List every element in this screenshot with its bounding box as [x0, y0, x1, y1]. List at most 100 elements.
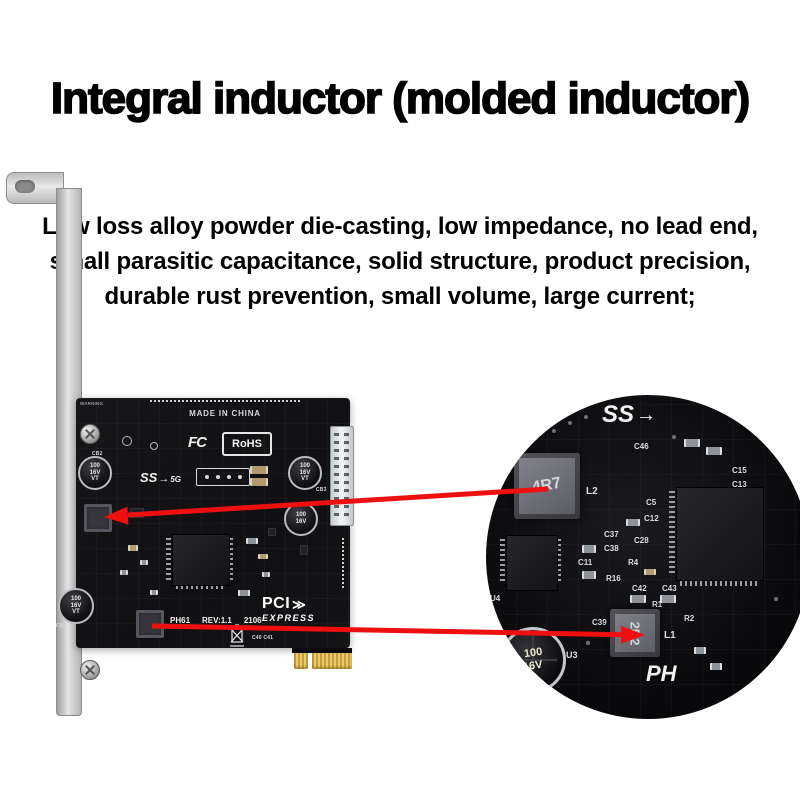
smd-ic	[130, 508, 144, 518]
model-silkscreen: PH61 REV:1.1 2106	[170, 616, 262, 625]
electrolytic-capacitor: 100 16V VT	[78, 456, 112, 490]
controller-chip	[172, 534, 230, 586]
smd-component	[582, 571, 596, 579]
c39-label: C39	[592, 618, 607, 627]
usb-trident-icon: →	[636, 403, 657, 426]
electrolytic-capacitor: 100 16V	[284, 502, 318, 536]
r16-label: R16	[606, 574, 621, 583]
smd-component	[684, 439, 700, 447]
molded-inductor-lower	[136, 610, 164, 638]
smd-component	[644, 569, 656, 575]
rohs-logo: RoHS	[222, 432, 272, 456]
weee-crossed-bin-icon	[230, 624, 244, 647]
usb-superspeed-logo-zoom: SS →	[602, 401, 657, 428]
smd-component	[626, 519, 640, 526]
c38-label: C38	[604, 544, 619, 553]
edge-connector-seat	[292, 648, 352, 653]
c42-label: C42	[632, 584, 647, 593]
usb-trident-icon: →	[158, 473, 170, 485]
description-text: Low loss alloy powder die-casting, low i…	[42, 213, 758, 310]
r2-label: R2	[684, 614, 695, 623]
usb3-front-panel-header	[330, 426, 354, 526]
via	[584, 415, 588, 419]
u3-label: U3	[566, 650, 578, 660]
c5-label: C5	[646, 498, 657, 507]
made-in-china-text: MADE IN CHINA	[189, 409, 261, 418]
chip-pins	[500, 539, 505, 583]
smd-component	[120, 570, 128, 575]
c37-label: C37	[604, 530, 619, 539]
via	[586, 641, 590, 645]
ic-main-zoom	[676, 487, 764, 581]
electrolytic-capacitor-zoom: 100 16V	[500, 627, 566, 693]
c40-c41-label: C40 C41	[252, 635, 274, 641]
via	[568, 421, 572, 425]
c28-label: C28	[634, 536, 649, 545]
l1-label: L1	[664, 630, 676, 641]
smd-component	[582, 545, 596, 553]
pcie-gold-fingers-short	[294, 653, 308, 669]
bracket-screw-slot	[15, 180, 35, 193]
screw-top	[80, 424, 100, 444]
ic-u4	[506, 535, 558, 591]
smd-component	[140, 560, 148, 565]
smd-component	[262, 572, 270, 577]
r1-label: R1	[652, 600, 663, 609]
model-number: PH61	[170, 616, 191, 625]
cb2-label: CB2	[92, 451, 103, 457]
smd-component	[246, 538, 258, 544]
pcie-card-pcb: WARNING MADE IN CHINA FC RoHS CB2 100 16…	[56, 398, 354, 680]
smd-inductor	[250, 466, 268, 474]
cb3-label: CB3	[316, 487, 327, 493]
r4-label: R4	[628, 558, 639, 567]
revision: REV:1.1	[202, 616, 232, 625]
smd-component	[128, 545, 138, 551]
fcc-logo: FC	[188, 434, 207, 451]
chip-pins	[228, 538, 233, 580]
c15-label: C15	[732, 466, 747, 475]
pcie-gold-fingers-long	[312, 653, 352, 669]
via-row	[150, 400, 300, 402]
chip-pins	[166, 538, 171, 580]
electrolytic-capacitor: 100 16V VT	[288, 456, 322, 490]
cd1-label: CD1	[506, 692, 523, 701]
molded-inductor-upper	[84, 504, 112, 532]
c11-label: C11	[578, 558, 593, 567]
screw-bottom	[80, 660, 100, 680]
zoom-detail-circle: SS → C46 4R7 L2 U4 C37 C38 C28 R4 R16 C1…	[486, 395, 800, 719]
via	[672, 435, 676, 439]
c43-label: C43	[662, 584, 677, 593]
via	[552, 429, 556, 433]
ph-silkscreen-zoom: PH	[646, 661, 677, 686]
smd-component	[300, 545, 308, 555]
chip-pins	[669, 491, 675, 575]
smd-inductor	[250, 478, 268, 486]
smd-component	[706, 447, 722, 455]
smd-component	[660, 595, 676, 603]
fiducial-mark	[122, 436, 132, 446]
c13-label: C13	[732, 480, 747, 489]
warning-silkscreen: WARNING	[80, 401, 104, 406]
pci-chevrons-icon: ≫	[292, 596, 307, 612]
l2-label: L2	[586, 486, 598, 497]
fiducial-mark	[150, 442, 158, 450]
smd-component	[710, 663, 722, 670]
c12-label: C12	[644, 514, 659, 523]
usb-superspeed-logo: SS → 5G	[140, 470, 182, 485]
u4-label: U4	[490, 594, 501, 603]
smd-component	[268, 528, 276, 536]
chip-pins	[680, 580, 758, 586]
chip-pins	[556, 539, 561, 583]
via-column	[342, 538, 344, 588]
headline: Integral inductor (molded inductor)	[50, 73, 751, 124]
c46-label: C46	[634, 442, 649, 451]
smd-component	[150, 590, 158, 595]
electrolytic-capacitor: 100 16V VT	[58, 588, 94, 624]
chip-pins	[176, 584, 224, 589]
pci-express-logo: PCI ≫ EXPRESS	[262, 595, 316, 624]
molded-inductor-4r7: 4R7	[514, 453, 580, 519]
cb1-label: CB1	[56, 623, 67, 629]
smd-component	[694, 647, 706, 654]
smd-component	[258, 554, 268, 559]
